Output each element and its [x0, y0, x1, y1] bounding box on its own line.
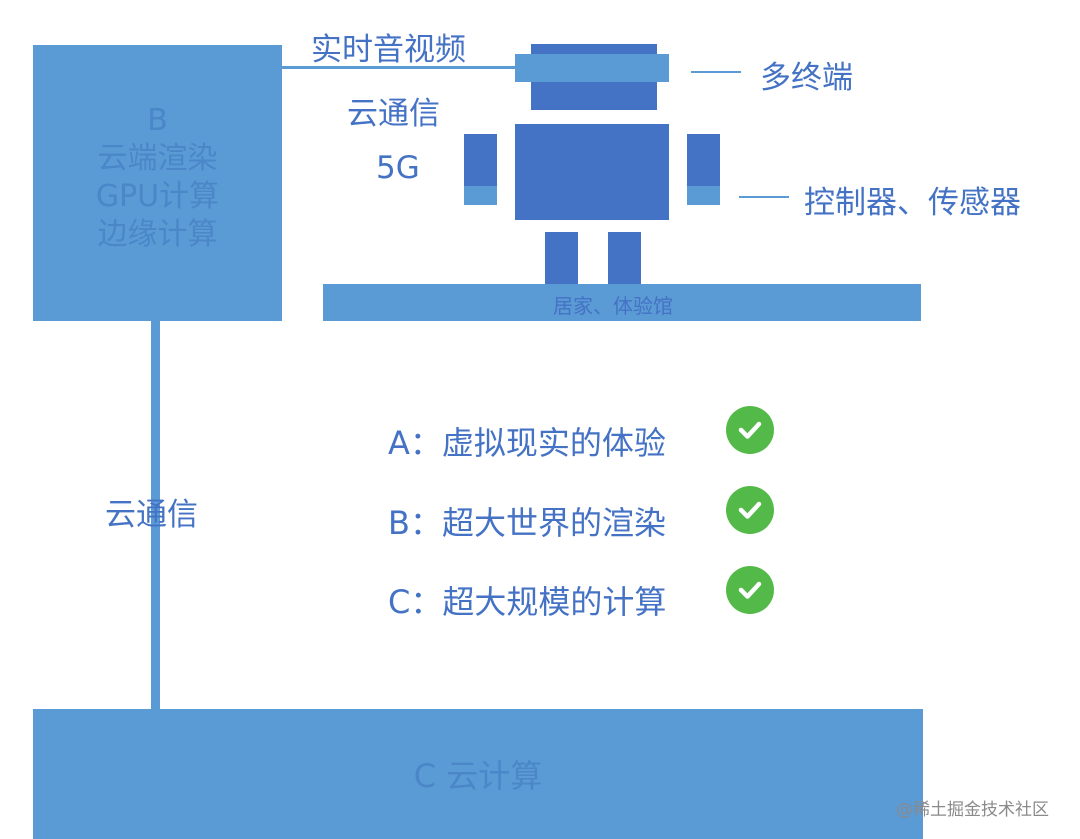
left-controller — [464, 186, 497, 205]
home-venue-platform: 居家、体验馆 — [323, 284, 921, 321]
check-icon — [726, 566, 774, 614]
block-b-title: B — [147, 103, 168, 138]
checklist-item-b: B：超大世界的渲染 — [388, 504, 666, 542]
controllers-sensors-dash — [739, 196, 789, 198]
check-icon — [726, 486, 774, 534]
block-b-line-cloud-render: 云端渲染 — [97, 141, 218, 176]
robot-right-leg — [608, 232, 641, 286]
robot-body — [515, 124, 669, 220]
home-venue-label: 居家、体验馆 — [553, 294, 673, 318]
block-c-label: C 云计算 — [413, 757, 543, 795]
5g-label: 5G — [376, 150, 420, 186]
headset-band — [515, 54, 669, 82]
cloud-comm-top-label: 云通信 — [347, 96, 440, 132]
right-controller — [687, 186, 720, 205]
realtime-av-label: 实时音视频 — [311, 32, 466, 68]
realtime-av-connector — [282, 66, 518, 69]
multi-terminal-dash — [691, 71, 741, 73]
cloud-comm-connector — [151, 321, 160, 709]
cloud-comm-vertical-label: 云通信 — [105, 497, 198, 533]
robot-left-leg — [545, 232, 578, 286]
checklist-item-a: A：虚拟现实的体验 — [388, 424, 666, 462]
checklist-item-c: C：超大规模的计算 — [388, 583, 667, 621]
multi-terminal-label: 多终端 — [760, 60, 853, 96]
block-b-line-gpu: GPU计算 — [95, 179, 220, 214]
controllers-sensors-label: 控制器、传感器 — [804, 185, 1021, 221]
watermark: @稀土掘金技术社区 — [896, 800, 1049, 820]
block-b: B 云端渲染 GPU计算 边缘计算 — [33, 45, 282, 321]
check-icon — [726, 406, 774, 454]
block-b-line-edge: 边缘计算 — [97, 217, 218, 252]
block-c: C 云计算 — [33, 709, 923, 839]
